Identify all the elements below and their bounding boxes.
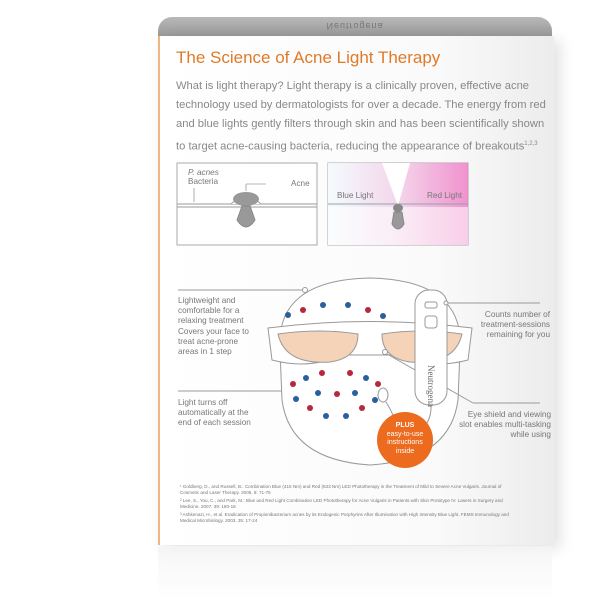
bacteria-label: P. acnes (188, 168, 219, 177)
footnote-1: ¹ Goldberg, D., and Russell, B.: Combina… (180, 484, 502, 495)
feature-counter: Counts number of treatment-sessions rema… (480, 310, 550, 339)
feature-lightweight: Lightweight and comfortable for a relaxi… (178, 296, 244, 325)
intro-text: What is light therapy? Light therapy is … (176, 77, 551, 157)
box-lid: Neutrogena (158, 17, 552, 37)
page-title: The Science of Acne Light Therapy (176, 48, 441, 67)
blue-light-label: Blue Light (337, 191, 374, 200)
box-reflection (158, 546, 552, 600)
intro-body: What is light therapy? Light therapy is … (176, 80, 546, 153)
red-light-label: Red Light (427, 191, 463, 200)
acne-label: Acne (291, 179, 310, 188)
feature-eye-shield: Eye shield and viewing slot enables mult… (459, 410, 551, 439)
remote-brand-logo: Neutrogena (426, 365, 436, 407)
feature-covers: Covers your face to treat acne-prone are… (178, 327, 249, 356)
acne-diagram (176, 162, 318, 246)
feature-auto-off: Light turns off automatically at the end… (178, 398, 251, 427)
light-diagram (327, 162, 469, 246)
skin-diagrams (176, 162, 469, 246)
plus-body: easy-to-use instructions inside (386, 430, 424, 455)
led-dots (285, 302, 386, 419)
plus-badge: PLUS easy-to-use instructions inside (377, 412, 433, 468)
bacteria-label-2: Bacteria (188, 177, 219, 186)
footnote-3: ³ Ashkenazi, H., et al. Eradication of P… (180, 512, 509, 523)
footnote-2: ² Lee, S., You, C., and Park, M.: Blue a… (180, 498, 503, 509)
intro-refs: 1,2,3 (524, 140, 538, 147)
plus-head: PLUS (395, 422, 415, 429)
lid-brand-logo: Neutrogena (326, 21, 384, 31)
